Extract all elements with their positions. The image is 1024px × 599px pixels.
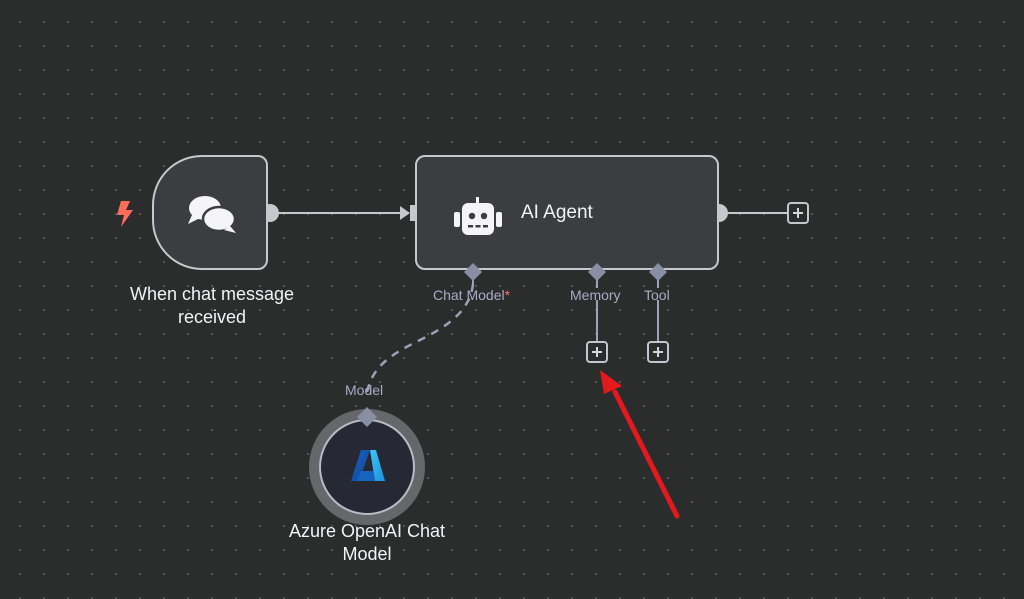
azure-model-label: Azure OpenAI Chat Model — [257, 520, 477, 566]
memory-add-button[interactable] — [586, 341, 608, 363]
chat-trigger-node[interactable] — [152, 155, 268, 270]
chat-trigger-label-line2: received — [177, 307, 247, 327]
azure-logo-icon — [351, 450, 385, 481]
annotation-arrow-head — [600, 370, 622, 394]
tool-port-label: Tool — [644, 287, 670, 303]
chat-model-edge[interactable] — [364, 283, 475, 399]
chat-trigger-label: When chat message received — [112, 283, 312, 329]
chat-model-port-label: Chat Model* — [433, 287, 510, 303]
chat-trigger-label-line1: When chat message — [129, 284, 295, 304]
azure-model-label-line2: Model — [342, 544, 392, 564]
agent-input-handle[interactable] — [410, 205, 417, 221]
lightning-bolt-icon — [117, 201, 133, 227]
required-asterisk: * — [504, 287, 511, 303]
chat-model-port-diamond[interactable] — [463, 262, 483, 282]
chat-bubbles-icon — [188, 196, 237, 233]
azure-model-label-line1: Azure OpenAI Chat — [288, 521, 446, 541]
agent-output-add-button[interactable] — [787, 202, 809, 224]
robot-icon — [454, 197, 502, 235]
model-port-label: Model — [345, 382, 384, 398]
azure-openai-model-node[interactable] — [319, 419, 415, 515]
tool-add-button[interactable] — [647, 341, 669, 363]
memory-port-label: Memory — [570, 287, 621, 303]
edge-arrowhead — [400, 206, 410, 220]
tool-port-diamond[interactable] — [648, 262, 668, 282]
memory-port-diamond[interactable] — [587, 262, 607, 282]
model-port-diamond[interactable] — [356, 406, 378, 428]
ai-agent-title: AI Agent — [521, 202, 593, 223]
ai-agent-node[interactable]: AI Agent — [415, 155, 719, 270]
annotation-arrow-shaft — [612, 389, 680, 519]
chat-model-port-text: Chat Model — [433, 287, 505, 303]
